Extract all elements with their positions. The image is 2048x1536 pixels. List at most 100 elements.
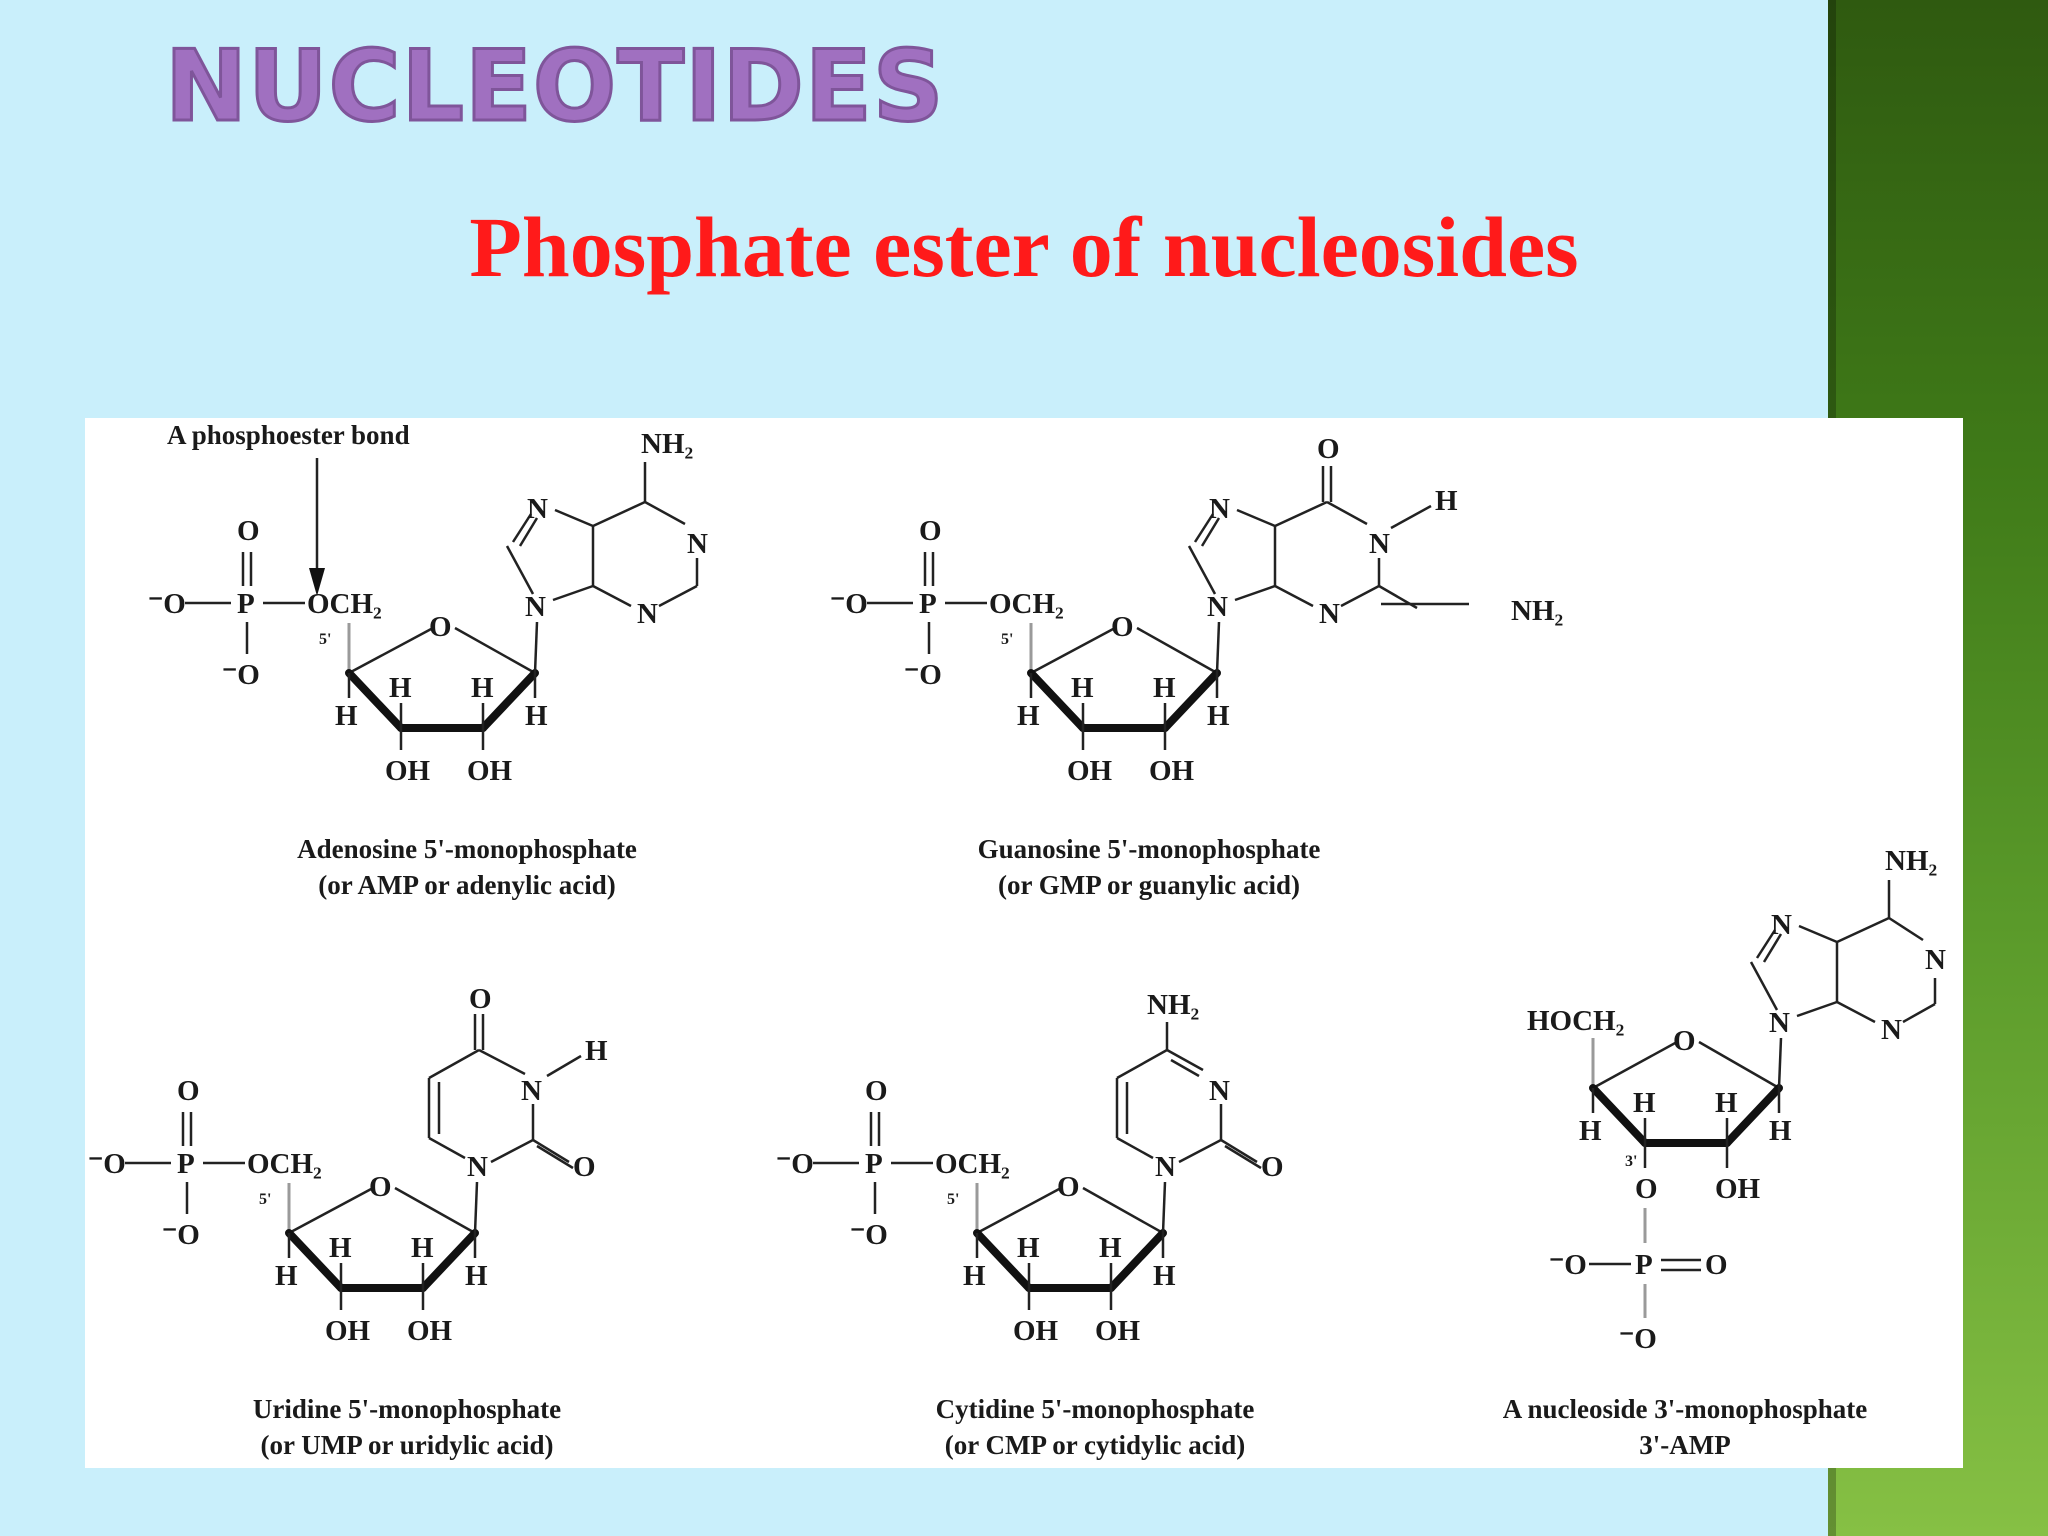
amp-n3: N	[637, 598, 658, 630]
gmp-n3: N	[1319, 598, 1340, 630]
gmp-caption-line1: Guanosine 5'-monophosphate	[978, 834, 1321, 864]
amp-och2: OCH₂	[307, 588, 382, 620]
amp-structure: A phosphoester bond O ⁻O P OCH₂ ⁻O 5' O …	[148, 420, 708, 900]
amp-5-prime: 5'	[319, 631, 331, 648]
gmp-nh2: NH₂	[1511, 595, 1563, 627]
gmp-phosphate-o-bottom: ⁻O	[904, 659, 942, 691]
phosphoester-arrow-head	[309, 568, 325, 596]
amp-oh-2: OH	[385, 755, 431, 787]
amp3-phosphate-o-bottom: ⁻O	[1619, 1323, 1657, 1355]
gmp-oh-2: OH	[1067, 755, 1113, 787]
amp3-ring-o: O	[1673, 1025, 1696, 1057]
gmp-phosphate-o-left: ⁻O	[830, 588, 868, 620]
amp3-h3: H	[1715, 1087, 1738, 1119]
amp3-nh2: NH₂	[1885, 845, 1937, 877]
cmp-ring-o: O	[1057, 1171, 1080, 1203]
ump-caption-line2: (or UMP or uridylic acid)	[261, 1430, 554, 1460]
ump-h2: H	[329, 1232, 352, 1264]
amp3-oh-2: OH	[1715, 1173, 1761, 1205]
amp3-phosphorus: P	[1635, 1249, 1653, 1281]
amp3-structure: HOCH₂ O H H H H 3' O OH ⁻O P O ⁻O N N N	[1503, 845, 1946, 1460]
gmp-structure: O ⁻O P OCH₂ ⁻O 5' O H H H H OH OH N N N	[830, 433, 1563, 900]
amp3-o3: O	[1635, 1173, 1658, 1205]
cmp-och2: OCH₂	[935, 1148, 1010, 1180]
amp3-n9: N	[1769, 1007, 1790, 1039]
cmp-oh-3: OH	[1095, 1315, 1141, 1347]
ump-c2-o: O	[573, 1151, 596, 1183]
ump-phosphorus: P	[177, 1148, 195, 1180]
amp-n9: N	[525, 591, 546, 623]
amp-caption-line2: (or AMP or adenylic acid)	[318, 870, 615, 900]
ump-h3: H	[411, 1232, 434, 1264]
amp3-caption-line2: 3'-AMP	[1639, 1430, 1730, 1460]
amp3-caption-line1: A nucleoside 3'-monophosphate	[1503, 1394, 1868, 1424]
amp3-n1: N	[1925, 944, 1946, 976]
amp3-h4: H	[1769, 1115, 1792, 1147]
amp-n7: N	[527, 493, 548, 525]
cmp-nh2: NH₂	[1147, 989, 1199, 1021]
amp-ring-o: O	[429, 611, 452, 643]
gmp-phosphate-o-top: O	[919, 515, 942, 547]
diagram-panel: A phosphoester bond O ⁻O P OCH₂ ⁻O 5' O …	[85, 418, 1963, 1468]
amp3-n7: N	[1771, 909, 1792, 941]
gmp-n1-h: H	[1435, 485, 1458, 517]
ump-5-prime: 5'	[259, 1191, 271, 1208]
cmp-phosphate-o-bottom: ⁻O	[850, 1219, 888, 1251]
gmp-caption-line2: (or GMP or guanylic acid)	[998, 870, 1300, 900]
gmp-h3: H	[1153, 672, 1176, 704]
phosphoester-bond-label: A phosphoester bond	[167, 420, 410, 450]
amp-phosphorus: P	[237, 588, 255, 620]
amp-phosphate-o-left: ⁻O	[148, 588, 186, 620]
amp-h1: H	[335, 700, 358, 732]
nucleotide-structures-diagram: A phosphoester bond O ⁻O P OCH₂ ⁻O 5' O …	[88, 420, 1946, 1460]
amp-caption-line1: Adenosine 5'-monophosphate	[297, 834, 637, 864]
ump-och2: OCH₂	[247, 1148, 322, 1180]
amp-phosphate-o-bottom: ⁻O	[222, 659, 260, 691]
amp-n1: N	[687, 528, 708, 560]
cmp-c2-o: O	[1261, 1151, 1284, 1183]
amp3-h1: H	[1579, 1115, 1602, 1147]
amp-h4: H	[525, 700, 548, 732]
cmp-phosphorus: P	[865, 1148, 883, 1180]
ump-c4-o: O	[469, 983, 492, 1015]
amp3-3-prime: 3'	[1625, 1153, 1637, 1170]
ump-h1: H	[275, 1260, 298, 1292]
cmp-phosphate-o-top: O	[865, 1075, 888, 1107]
amp3-phosphate-o-left: ⁻O	[1549, 1249, 1587, 1281]
amp-h3: H	[471, 672, 494, 704]
gmp-n9: N	[1207, 591, 1228, 623]
ump-phosphate-o-left: ⁻O	[88, 1148, 126, 1180]
gmp-h4: H	[1207, 700, 1230, 732]
ump-phosphate-o-bottom: ⁻O	[162, 1219, 200, 1251]
cmp-structure: O ⁻O P OCH₂ ⁻O 5' O H H H H OH OH N NH₂ …	[776, 989, 1284, 1460]
gmp-5-prime: 5'	[1001, 631, 1013, 648]
amp3-n3: N	[1881, 1014, 1902, 1046]
cmp-5-prime: 5'	[947, 1191, 959, 1208]
gmp-n7: N	[1209, 493, 1230, 525]
cmp-caption-line1: Cytidine 5'-monophosphate	[936, 1394, 1255, 1424]
slide-subtitle: Phosphate ester of nucleosides	[469, 199, 1579, 295]
ump-oh-2: OH	[325, 1315, 371, 1347]
gmp-phosphorus: P	[919, 588, 937, 620]
ump-n3: N	[521, 1075, 542, 1107]
gmp-ring-o: O	[1111, 611, 1134, 643]
amp3-hoch2: HOCH₂	[1527, 1005, 1624, 1037]
amp3-phosphate-o-right: O	[1705, 1249, 1728, 1281]
amp-nh2: NH₂	[641, 428, 693, 460]
gmp-h2: H	[1071, 672, 1094, 704]
gmp-c6-o: O	[1317, 433, 1340, 465]
ump-phosphate-o-top: O	[177, 1075, 200, 1107]
cmp-n1: N	[1155, 1151, 1176, 1183]
gmp-n1: N	[1369, 528, 1390, 560]
amp-h2: H	[389, 672, 412, 704]
gmp-h1: H	[1017, 700, 1040, 732]
ump-oh-3: OH	[407, 1315, 453, 1347]
gmp-och2: OCH₂	[989, 588, 1064, 620]
slide-title: NUCLEOTIDES	[163, 30, 945, 144]
gmp-oh-3: OH	[1149, 755, 1195, 787]
cmp-caption-line2: (or CMP or cytidylic acid)	[945, 1430, 1245, 1460]
amp-phosphate-o-top: O	[237, 515, 260, 547]
cmp-h3: H	[1099, 1232, 1122, 1264]
amp-oh-3: OH	[467, 755, 513, 787]
cmp-phosphate-o-left: ⁻O	[776, 1148, 814, 1180]
